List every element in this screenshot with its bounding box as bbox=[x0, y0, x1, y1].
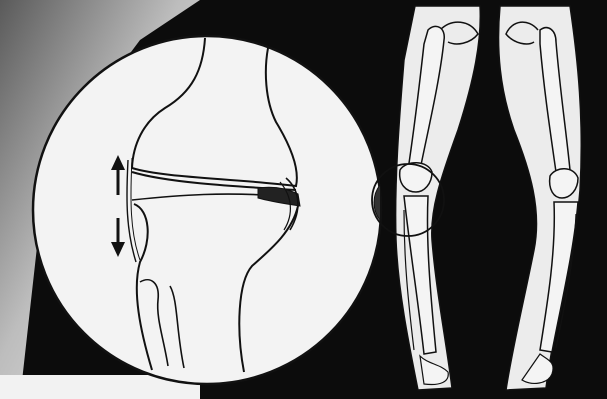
knee-closeup-circle bbox=[33, 36, 381, 384]
magnifier-circle-outline bbox=[33, 36, 381, 384]
